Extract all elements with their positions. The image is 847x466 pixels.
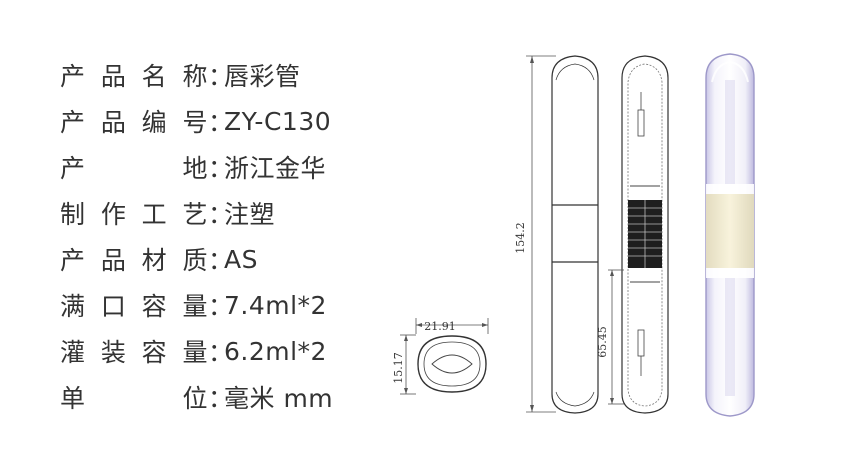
spec-label: 制作工艺 [60,200,208,229]
spec-value: 6.2ml*2 [224,336,327,366]
spec-label: 产品名称 [60,62,208,91]
depth-dimension: 65.45 [596,269,624,405]
spec-row-product-name: 产品名称：唇彩管 [60,52,333,98]
spec-row-fill-capacity: 灌装容量：6.2ml*2 [60,328,333,374]
spec-value: 浙江金华 [224,154,327,183]
length-dimension: 154.2 [514,55,556,413]
depth-label: 65.45 [596,326,609,358]
spec-label: 产品编号 [60,108,208,137]
product-image [705,53,755,417]
spec-label: 产品材质 [60,246,208,275]
spec-row-process: 制作工艺：注塑 [60,190,333,236]
spec-row-unit: 单 位：毫米 mm [60,374,333,420]
spec-value: AS [224,244,258,274]
height-label: 15.17 [392,352,405,384]
spec-value: 毫米 mm [224,384,334,413]
spec-label: 灌装容量 [60,338,208,367]
spec-label: 单 位 [60,384,208,413]
spec-list: 产品名称：唇彩管 产品编号：ZY-C130 产 地：浙江金华 制作工艺：注塑 产… [60,52,333,420]
spec-value: 7.4ml*2 [224,290,327,320]
front-view [551,55,599,414]
spec-value: 唇彩管 [224,62,301,91]
spec-row-full-capacity: 满口容量：7.4ml*2 [60,282,333,328]
spec-value: ZY-C130 [224,106,332,136]
top-view: 21.91 15.17 [392,318,489,395]
spec-value: 注塑 [224,200,276,229]
spec-row-product-code: 产品编号：ZY-C130 [60,98,333,144]
length-label: 154.2 [514,222,527,254]
section-view [621,55,669,414]
spec-row-material: 产品材质：AS [60,236,333,282]
spec-label: 满口容量 [60,292,208,321]
spec-label: 产 地 [60,154,208,183]
width-label: 21.91 [424,320,456,333]
spec-row-origin: 产 地：浙江金华 [60,144,333,190]
